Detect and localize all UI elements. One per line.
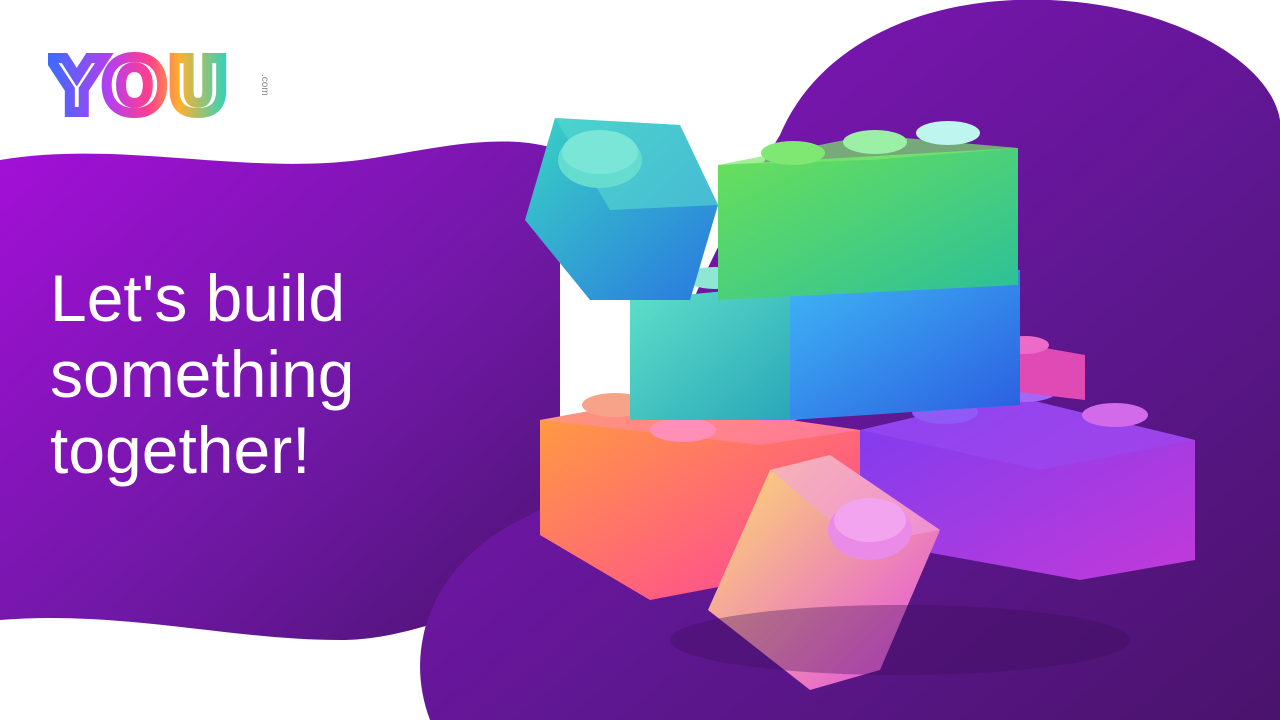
headline-line-3: together! <box>50 413 311 487</box>
hero-headline: Let's build something together! <box>50 260 470 488</box>
headline-line-2: something <box>50 337 355 411</box>
headline-line-1: Let's build <box>50 261 346 335</box>
building-blocks-illustration <box>525 118 1195 690</box>
logo-wordmark: YOU <box>49 44 230 124</box>
you-com-logo[interactable]: YOU .com <box>48 44 278 124</box>
left-wave-shape <box>0 141 560 640</box>
logo-suffix: .com <box>259 74 270 96</box>
